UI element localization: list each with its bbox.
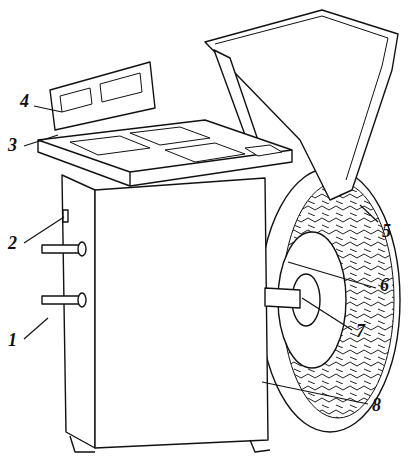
- leader-lines: [24, 106, 378, 404]
- storage-pins: [42, 245, 80, 304]
- callout-number: 5: [382, 222, 391, 240]
- wheel-guard: [205, 10, 398, 200]
- callout-number: 1: [8, 331, 17, 349]
- callout-number: 7: [356, 322, 365, 340]
- shaft: [265, 288, 300, 308]
- display-panel: [50, 62, 155, 130]
- callout-number: 8: [372, 396, 381, 414]
- console: [38, 120, 292, 186]
- tire: [260, 168, 400, 432]
- switch: [63, 210, 68, 222]
- callout-number: 3: [8, 136, 17, 154]
- callout-number: 4: [20, 92, 29, 110]
- callout-number: 6: [380, 276, 389, 294]
- keypad: [70, 127, 245, 162]
- callout-number: 2: [8, 234, 17, 252]
- cabinet-side: [62, 175, 95, 448]
- cabinet-front: [95, 178, 268, 448]
